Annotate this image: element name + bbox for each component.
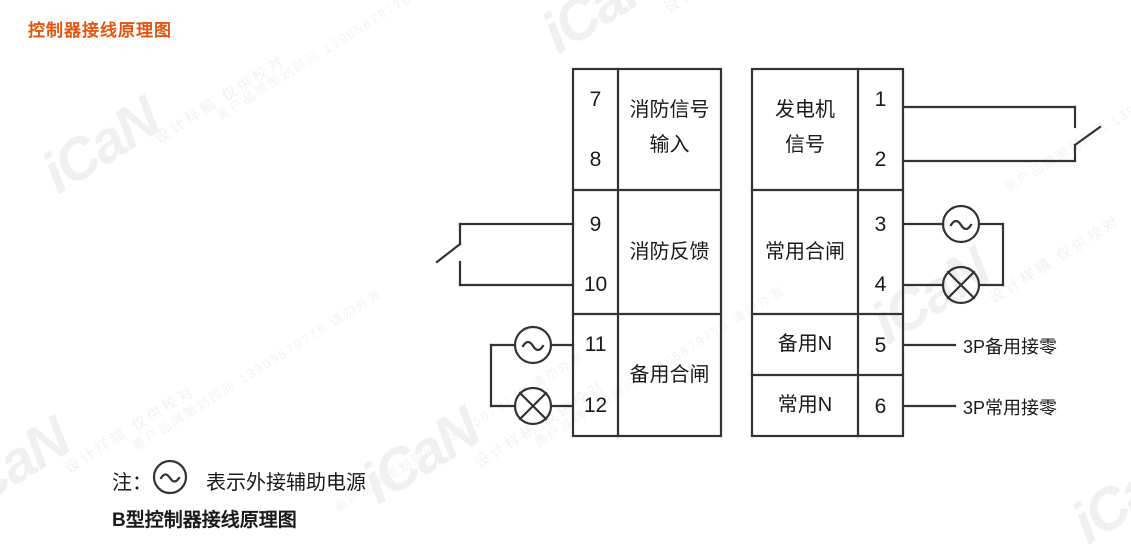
terminal-number-2: 2 bbox=[874, 148, 887, 171]
footnote-prefix: 注： bbox=[112, 472, 152, 494]
terminal-number-3: 3 bbox=[874, 213, 887, 236]
left-group-outline bbox=[571, 67, 723, 438]
page-title: 控制器接线原理图 bbox=[28, 21, 172, 40]
terminal-number-4: 4 bbox=[874, 273, 887, 296]
terminal-number-5: 5 bbox=[874, 334, 887, 357]
external-label-terminal-6: 3P常用接零 bbox=[963, 398, 1058, 418]
terminal-number-8: 8 bbox=[589, 148, 602, 171]
footnote-ac-circle bbox=[152, 459, 188, 495]
right-row-2-label: 常用合闸 bbox=[765, 240, 845, 263]
external-label-terminal-5: 3P备用接零 bbox=[963, 337, 1058, 357]
footnote-line-2: B型控制器接线原理图 bbox=[112, 510, 297, 531]
terminal-number-7: 7 bbox=[589, 88, 602, 111]
footnote-line-1: 注： 表示外接辅助电源 bbox=[112, 466, 366, 495]
left-row-3-label: 备用合闸 bbox=[629, 363, 710, 386]
terminal-number-1: 1 bbox=[874, 88, 887, 111]
ac-source-right-wave bbox=[949, 219, 973, 231]
right-row-1-label-line2: 信号 bbox=[785, 133, 825, 156]
switch-blade-left bbox=[435, 242, 462, 264]
ac-source-left-wave bbox=[521, 340, 545, 352]
lamp-right-cross-b bbox=[946, 270, 976, 300]
left-row-2-label: 消防反馈 bbox=[629, 240, 710, 263]
left-row-1-label-line2: 输入 bbox=[649, 133, 690, 156]
footnote-ac-wave bbox=[159, 473, 181, 483]
right-group-outline bbox=[750, 67, 905, 438]
terminal-number-11: 11 bbox=[584, 333, 607, 356]
left-row-1-label-line1: 消防信号 bbox=[629, 98, 710, 121]
terminal-number-6: 6 bbox=[874, 395, 887, 418]
right-row-3-label: 备用N bbox=[777, 332, 833, 355]
terminal-number-9: 9 bbox=[589, 213, 602, 236]
right-row-1-label-line1: 发电机 bbox=[775, 98, 835, 121]
terminal-number-12: 12 bbox=[583, 394, 608, 417]
switch-blade-right bbox=[1073, 125, 1102, 147]
terminal-number-10: 10 bbox=[583, 273, 608, 296]
lamp-left-cross-b bbox=[518, 391, 548, 421]
footnote-suffix: 表示外接辅助电源 bbox=[206, 472, 366, 494]
right-row-4-label: 常用N bbox=[777, 393, 833, 416]
